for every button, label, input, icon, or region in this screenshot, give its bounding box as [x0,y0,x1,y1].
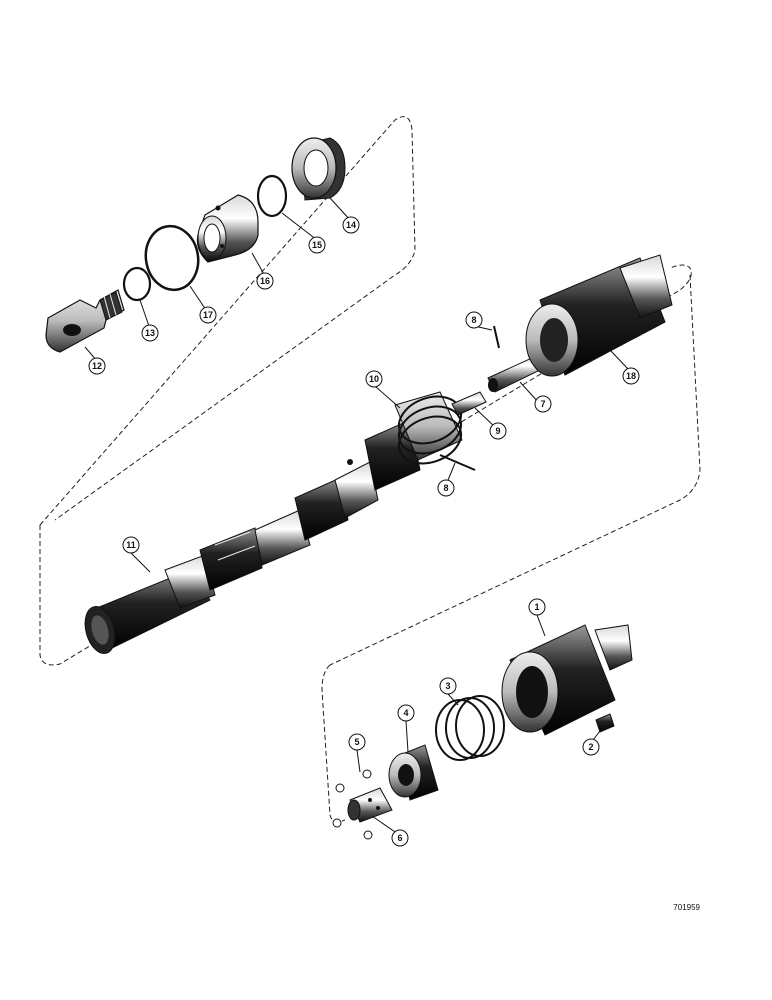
middle-group-outline [39,264,692,666]
callout-6-label: 6 [397,833,402,843]
callout-5: 5 [348,733,366,751]
clevis-end-part-12 [45,289,125,353]
callout-16: 16 [256,272,274,290]
o-ring-part-17 [144,224,200,292]
callout-7: 7 [534,395,552,413]
upper-group-outline [39,116,416,526]
callout-14-label: 14 [346,220,356,230]
callout-3-label: 3 [445,681,450,691]
collar-part-4 [388,744,439,801]
cap-part-1 [501,624,633,736]
callout-4-label: 4 [403,708,408,718]
callout-8-lower-label: 8 [443,483,448,493]
callout-15: 15 [308,236,326,254]
callouts: 1 2 3 4 5 6 7 8 [88,216,640,847]
callout-8-lower: 8 [437,479,455,497]
middle-group-outline-right [329,274,701,666]
callout-10-label: 10 [369,374,379,384]
spool-part-11 [84,419,421,654]
callout-1-label: 1 [534,602,539,612]
lower-group-outline [321,664,346,823]
callout-17: 17 [199,306,217,324]
callout-7-label: 7 [540,399,545,409]
callout-13: 13 [141,324,159,342]
o-ring-part-13 [122,266,152,302]
callout-11: 11 [122,536,140,554]
pin-part-8-upper [493,325,500,349]
callout-11-label: 11 [126,540,136,550]
callout-16-label: 16 [260,276,270,286]
pin-part-9 [451,391,487,416]
callout-12-label: 12 [92,361,102,371]
spring-part-10 [394,391,463,465]
callout-17-label: 17 [203,310,213,320]
callout-18: 18 [622,367,640,385]
callout-3: 3 [439,677,457,695]
gland-part-16 [196,194,259,263]
callout-2-label: 2 [588,742,593,752]
callout-14: 14 [342,216,360,234]
callout-10: 10 [365,370,383,388]
callout-5-label: 5 [354,737,359,747]
callout-8-upper: 8 [465,311,483,329]
callout-9-label: 9 [495,426,500,436]
callout-15-label: 15 [312,240,322,250]
spring-part-3 [435,695,505,761]
balls-part-5 [332,769,373,840]
callout-18-label: 18 [626,371,636,381]
callout-1: 1 [528,598,546,616]
callout-8-upper-label: 8 [471,315,476,325]
housing-part-18 [525,254,673,377]
sleeve-part-6 [347,787,393,823]
callout-4: 4 [397,704,415,722]
callout-9: 9 [489,422,507,440]
o-ring-part-15 [256,174,288,218]
pin-part-8-lower [439,454,476,471]
set-screw-part-2 [595,713,615,733]
figure-reference-number: 701959 [673,903,700,912]
callout-13-label: 13 [145,328,155,338]
callout-2: 2 [582,738,600,756]
retaining-ring-part-14 [291,137,346,201]
callout-12: 12 [88,357,106,375]
callout-6: 6 [391,829,409,847]
